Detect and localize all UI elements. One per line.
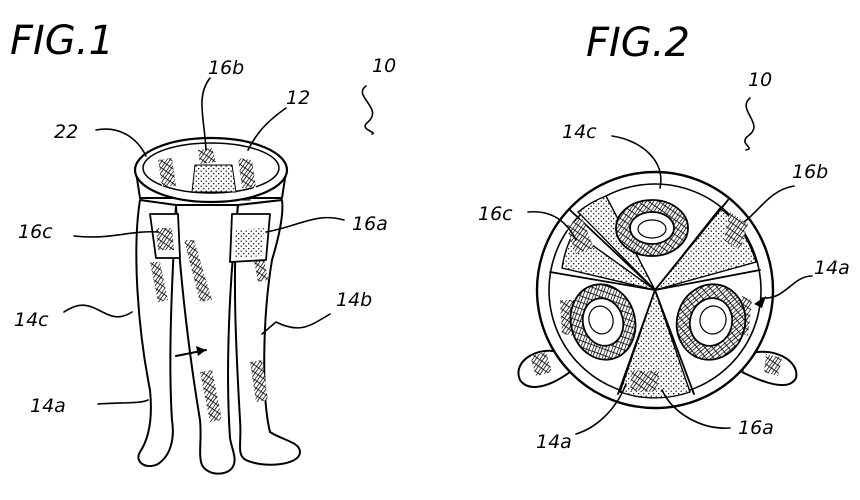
leader-16c <box>527 211 577 241</box>
leader-12 <box>247 107 287 151</box>
label-16a: 16a <box>352 213 388 235</box>
leader-22 <box>95 128 147 157</box>
garment-top-view <box>517 170 798 410</box>
leg-14a <box>175 204 239 475</box>
hatch-patch <box>158 158 176 186</box>
divider <box>569 209 656 291</box>
divider <box>549 271 656 291</box>
label-14c: 14c <box>14 309 49 331</box>
divider <box>617 289 656 395</box>
label-14a-bottom: 14a <box>536 431 572 453</box>
figure-1-title: FIG.1 <box>10 18 114 64</box>
hatch-patch <box>630 370 660 392</box>
label-14a-right: 14a <box>814 257 850 279</box>
arrowhead <box>754 296 766 308</box>
divider <box>654 199 729 291</box>
label-16a: 16a <box>738 417 774 439</box>
label-14a: 14a <box>30 395 66 417</box>
figure-2-title: FIG.2 <box>586 20 690 66</box>
leg-opening-14a-right <box>675 283 747 361</box>
hatch-patch <box>250 360 268 402</box>
hatch-patch <box>198 148 216 164</box>
leader-16c <box>73 230 159 238</box>
leg-hole-inner <box>637 219 667 239</box>
arrowhead <box>196 346 206 356</box>
leader-14a <box>97 399 149 405</box>
hatch-patch <box>530 352 552 376</box>
garment-drawing <box>133 136 301 475</box>
label-16c: 16c <box>478 203 513 225</box>
dotted-panel <box>234 228 264 258</box>
leader-16b <box>743 185 795 223</box>
inner-gusset <box>191 164 237 193</box>
hatch-patch <box>150 262 168 302</box>
leg-14c <box>135 199 177 468</box>
label-16b: 16b <box>792 161 828 183</box>
label-10: 10 <box>372 55 396 77</box>
sector-16c <box>576 195 656 291</box>
label-16c: 16c <box>18 221 53 243</box>
leader-14c <box>63 304 133 318</box>
leader-14b <box>261 313 331 335</box>
figure-1: FIG.1 <box>10 18 396 475</box>
label-16b: 16b <box>208 57 244 79</box>
figure-2-leaders <box>527 97 813 435</box>
hatch-patch <box>764 354 782 376</box>
leader-14a-right <box>761 275 813 299</box>
leader-16a <box>661 389 731 429</box>
leg-hole-inner <box>588 305 614 335</box>
label-22: 22 <box>54 121 78 143</box>
leader-16b <box>201 77 211 151</box>
hatch-patch <box>156 228 174 250</box>
hatch-patch <box>566 218 594 254</box>
figure-2: FIG.2 <box>478 20 850 453</box>
leg-opening-14c <box>615 199 689 257</box>
label-12: 12 <box>286 87 310 109</box>
label-14c: 14c <box>562 121 597 143</box>
label-10: 10 <box>748 69 772 91</box>
divider <box>654 289 695 395</box>
leader-14c <box>611 135 662 189</box>
label-14b: 14b <box>336 289 372 311</box>
leader-10 <box>744 97 755 151</box>
divider <box>654 269 761 291</box>
leader-16a <box>265 216 345 233</box>
hatch-patch <box>184 240 212 302</box>
hatch-patch <box>200 370 222 422</box>
hatch-patch <box>238 158 256 188</box>
hatch-patch <box>724 212 748 250</box>
leader-14a-bottom <box>575 383 627 435</box>
leader-10 <box>361 85 374 135</box>
leg-14b <box>233 199 301 466</box>
leg-opening-14a-left <box>569 283 637 361</box>
leg-hole-inner <box>699 305 727 335</box>
figure-1-leaders <box>63 77 374 405</box>
